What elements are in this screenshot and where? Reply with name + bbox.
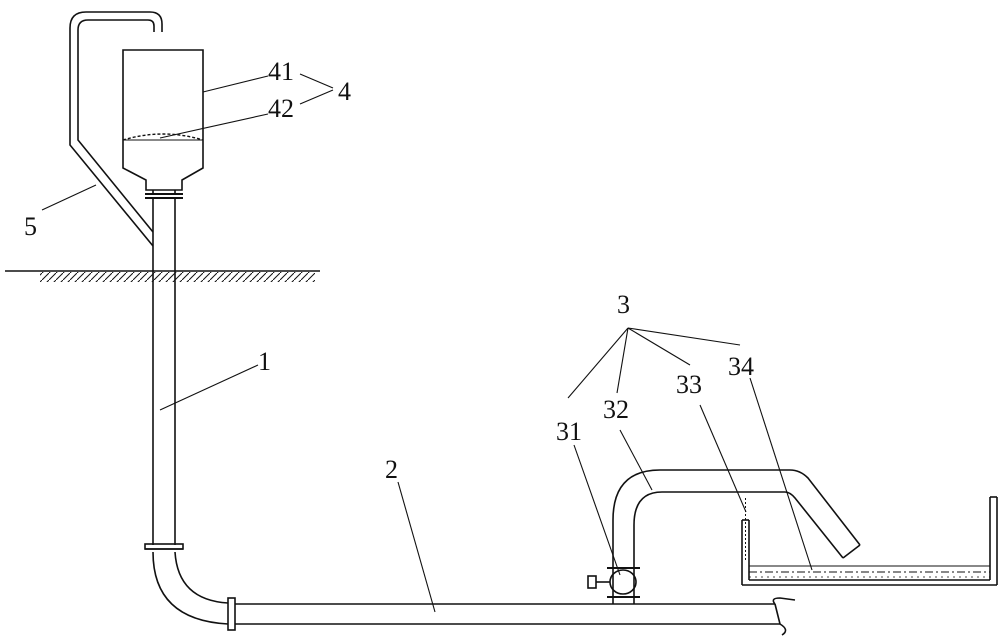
horizontal-pipe-flange xyxy=(227,597,236,631)
label-tank-wall: 33 xyxy=(676,370,702,399)
label-hopper-body: 41 xyxy=(268,57,294,86)
ground-surface xyxy=(5,270,320,282)
vent-pipe xyxy=(69,11,163,247)
valve xyxy=(587,567,640,604)
label-horizontal-pipe: 2 xyxy=(385,455,398,484)
label-outlet-bend: 32 xyxy=(603,395,629,424)
label-hopper-group: 4 xyxy=(338,77,351,106)
label-vent-pipe: 5 xyxy=(24,212,37,241)
hopper-material-surface xyxy=(122,133,204,141)
label-vertical-pipe: 1 xyxy=(258,347,271,376)
label-valve: 31 xyxy=(556,417,582,446)
label-hopper-material: 42 xyxy=(268,94,294,123)
label-tank-liquid: 34 xyxy=(728,352,754,381)
tank-liquid xyxy=(749,565,990,578)
label-outlet-group: 3 xyxy=(617,290,630,319)
labels: 41 4 42 5 1 2 3 31 32 33 34 xyxy=(24,57,754,484)
hopper-flange xyxy=(145,193,183,199)
vertical-pipe xyxy=(152,190,176,545)
outlet-bend xyxy=(612,469,861,568)
vertical-pipe-flange xyxy=(144,543,184,550)
pipe-elbow xyxy=(152,551,229,625)
hopper xyxy=(122,49,204,191)
leader-lines xyxy=(41,73,813,613)
horizontal-pipe xyxy=(235,597,796,636)
